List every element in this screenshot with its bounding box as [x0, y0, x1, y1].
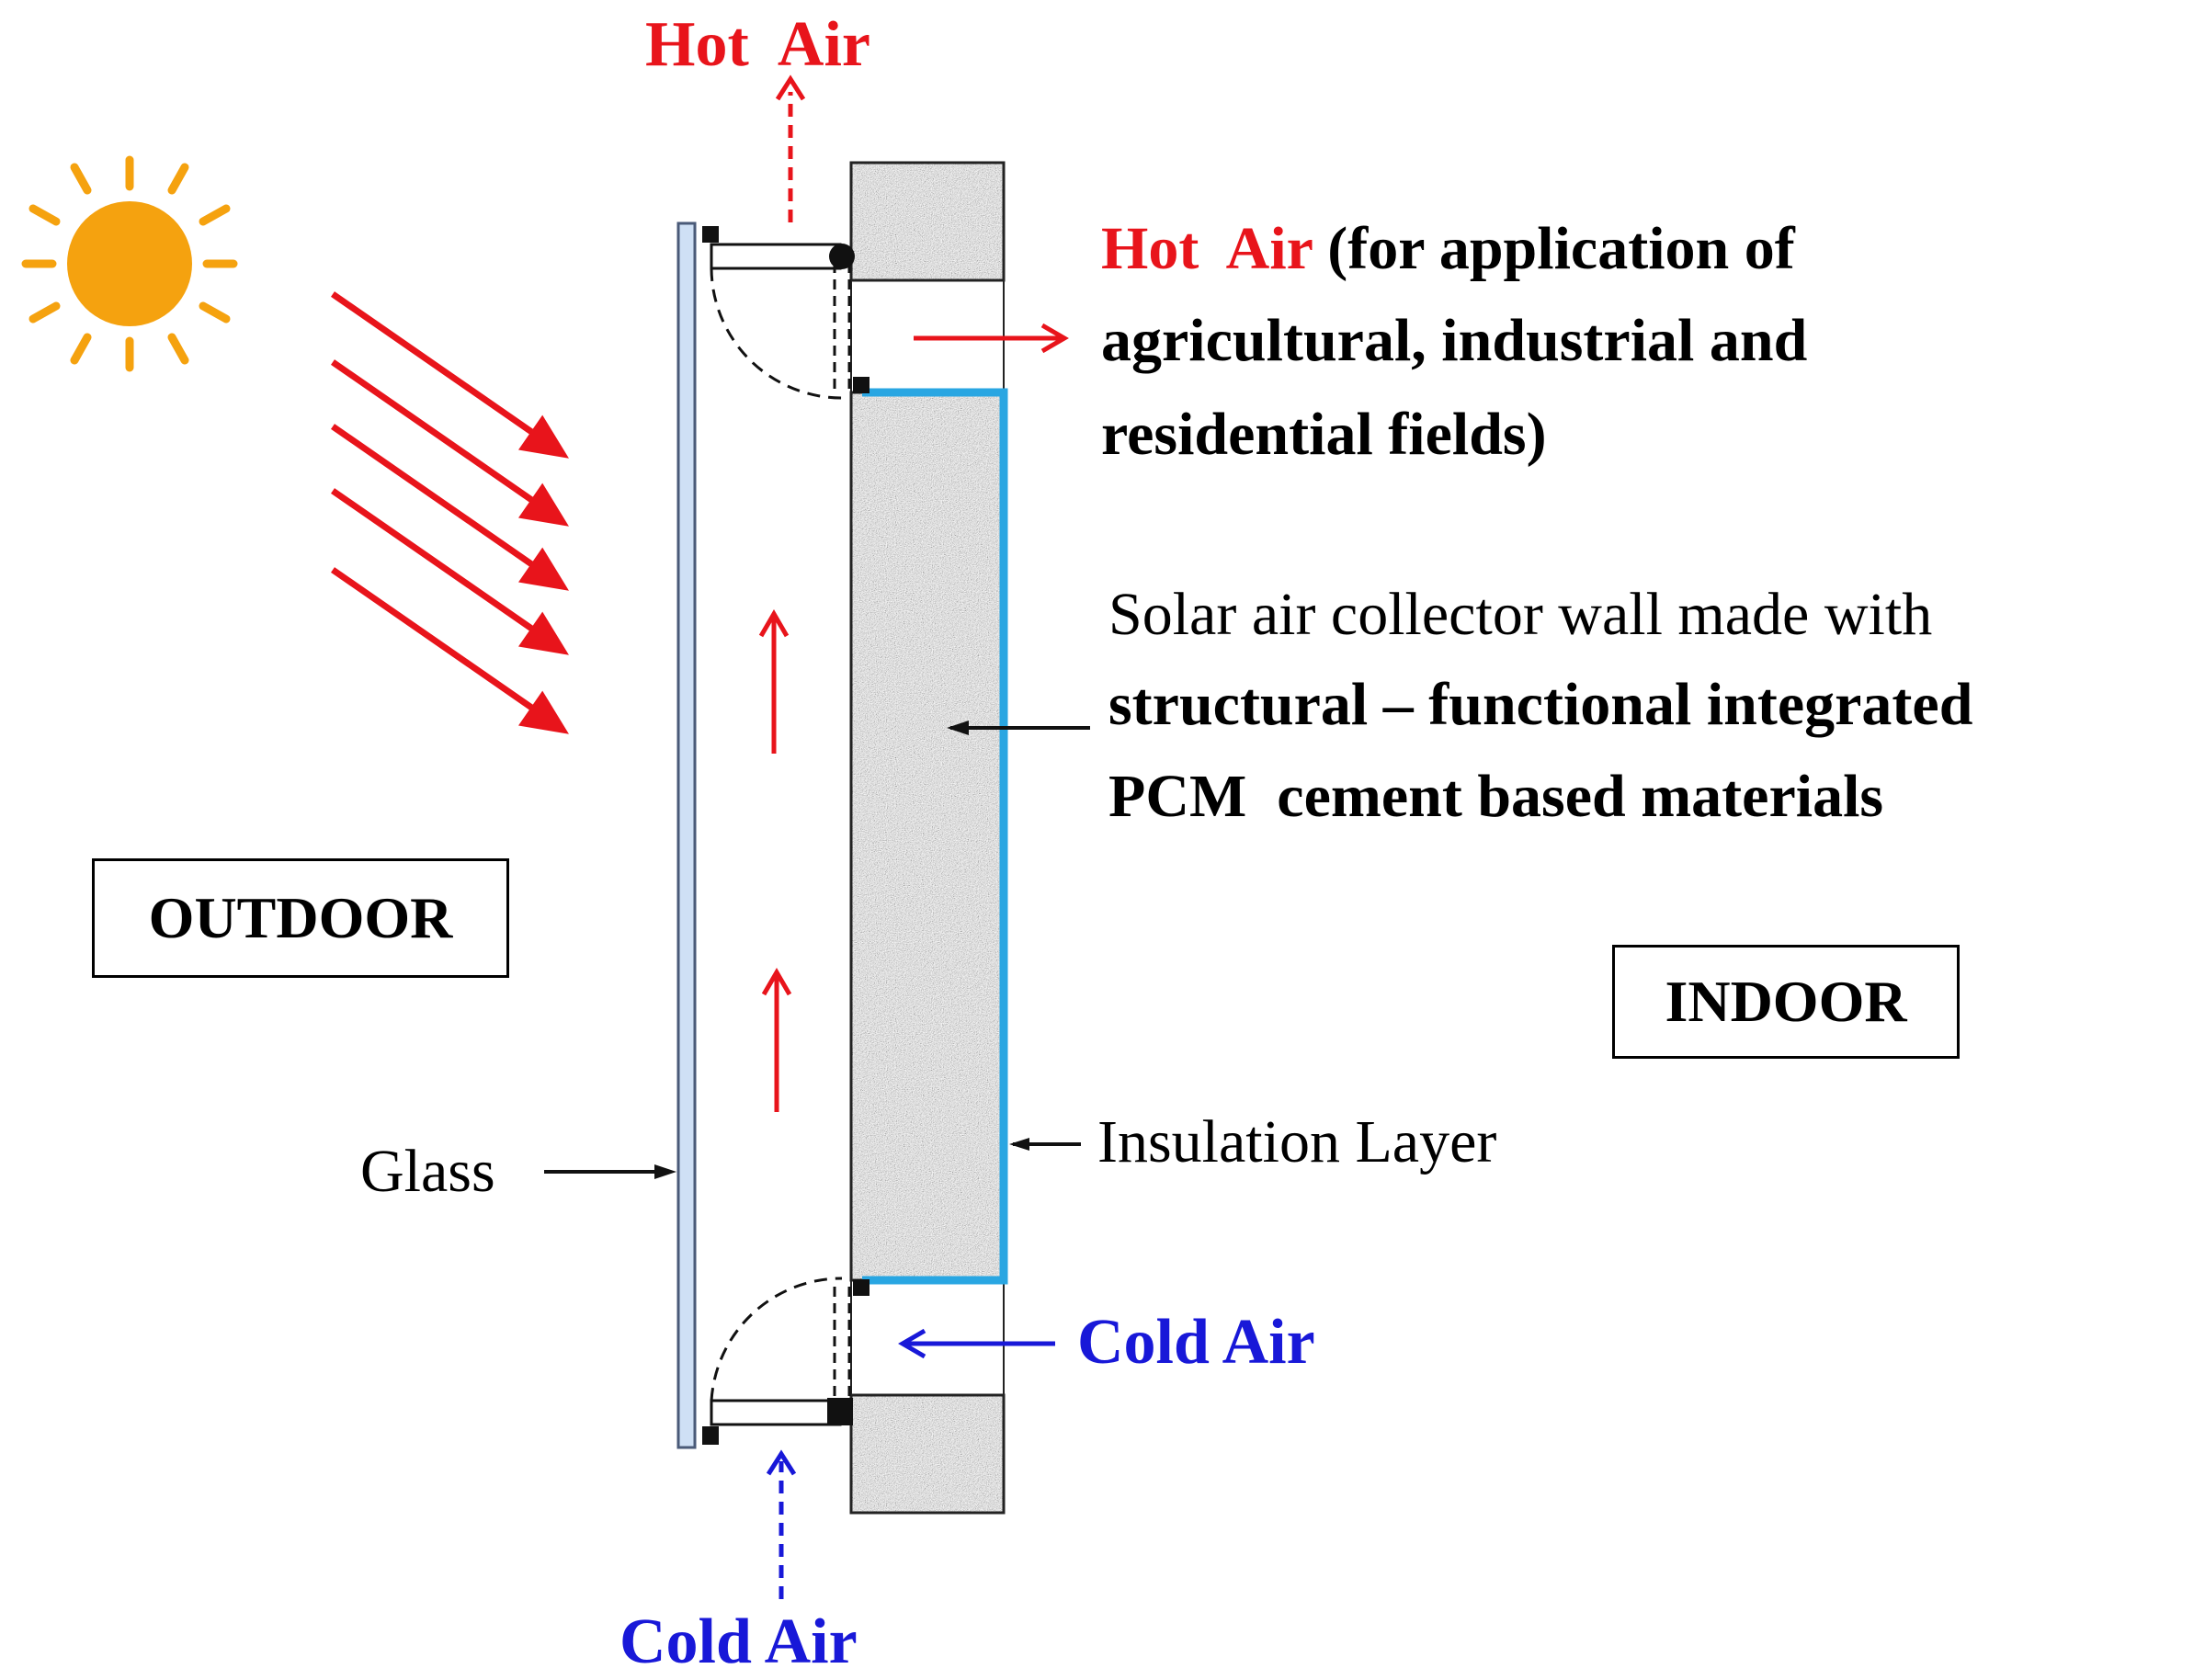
cold-air-bottom-label: Cold Air — [619, 1606, 858, 1677]
insulation-layer — [862, 388, 1008, 1285]
wall-pointer-arrow — [947, 721, 1090, 735]
top-hot-air-label: Hot Air — [645, 9, 870, 80]
hot-air-application-line3: residential fields) — [1101, 401, 1547, 468]
glass-pointer-arrow — [544, 1164, 676, 1179]
hot-air-outlet-arrow — [775, 74, 806, 222]
airflow-up-arrow — [758, 609, 790, 754]
insulation-label: Insulation Layer — [1097, 1108, 1497, 1175]
hot-air-application-arrow — [914, 323, 1069, 354]
solar-rays — [331, 291, 569, 734]
indoor-label: INDOOR — [1612, 945, 1960, 1059]
cold-air-bottom-arrow — [766, 1449, 797, 1599]
solar-ray-arrow — [331, 359, 569, 527]
glass-pane — [676, 221, 697, 1449]
solar-ray-arrow — [331, 567, 569, 734]
outdoor-label: OUTDOOR — [92, 858, 509, 978]
airflow-up-arrow — [761, 968, 792, 1112]
hot-air-application-line2: agricultural, industrial and — [1101, 307, 1808, 374]
pcm-wall — [851, 392, 1004, 1280]
top-wall-block — [849, 161, 1006, 282]
wall-desc-line1: Solar air collector wall made with — [1108, 581, 1933, 648]
wall-desc-line2: structural – functional integrated — [1108, 671, 1973, 738]
hot-air-application-line1: Hot Air (for application of — [1101, 219, 1795, 279]
insulation-pointer-arrow — [1009, 1138, 1081, 1151]
solar-ray-arrow — [331, 291, 569, 459]
solar-ray-arrow — [331, 488, 569, 655]
hot-air-application-rest: (for application of — [1312, 215, 1795, 282]
hot-air-application-hot: Hot Air — [1101, 215, 1313, 282]
wall-desc-line3: PCM cement based materials — [1108, 763, 1884, 830]
bottom-damper — [702, 1277, 869, 1445]
top-damper — [702, 226, 869, 400]
glass-label: Glass — [360, 1138, 495, 1205]
solar-ray-arrow — [331, 424, 569, 591]
sun-icon — [21, 155, 238, 372]
bottom-wall-block — [851, 1395, 1004, 1513]
cold-air-right-label: Cold Air — [1077, 1307, 1315, 1378]
cold-air-inlet-arrow — [898, 1328, 1055, 1359]
